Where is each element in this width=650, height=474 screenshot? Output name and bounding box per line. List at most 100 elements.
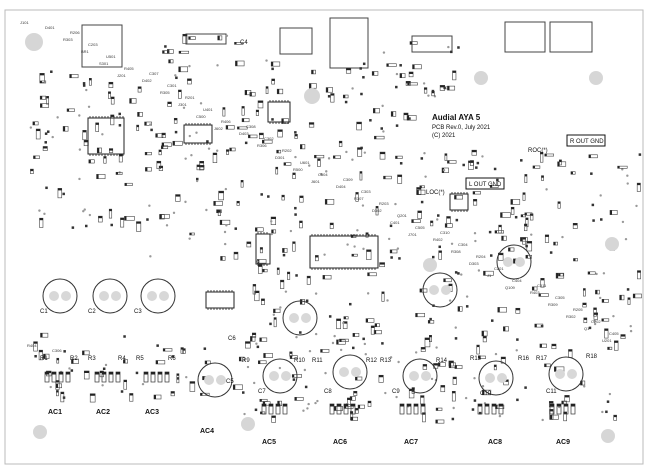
- pad: [352, 346, 355, 350]
- pad: [390, 256, 393, 259]
- smd-pad: [176, 373, 179, 376]
- smd-pad: [56, 358, 59, 361]
- smd-pad: [497, 307, 500, 313]
- ref-designator: R302: [566, 314, 576, 319]
- smd-pad: [423, 364, 427, 367]
- smd-pad: [218, 191, 224, 194]
- smd-pad: [372, 71, 375, 76]
- smd-pad: [339, 141, 342, 144]
- smd-pad: [399, 73, 402, 78]
- smd-pad: [322, 275, 325, 280]
- ref-designator: U601: [300, 160, 310, 165]
- via: [87, 105, 91, 108]
- smd-pad: [261, 298, 265, 301]
- ref-designator: D402: [142, 78, 152, 83]
- smd-pad: [170, 391, 175, 394]
- smd-pad: [260, 247, 263, 250]
- smd-pad: [588, 154, 591, 158]
- ac-label: AC7: [404, 439, 418, 446]
- smd-pad: [373, 108, 376, 113]
- smd-pad: [532, 165, 535, 169]
- smd-pad: [424, 337, 430, 340]
- ref-designator: R303: [63, 37, 73, 42]
- smd-pad: [481, 331, 484, 336]
- pad: [408, 117, 411, 120]
- pad: [120, 390, 124, 393]
- ref-designator: R206: [70, 30, 80, 35]
- smd-pad: [124, 183, 127, 186]
- ref-designator: U401: [203, 107, 213, 112]
- diode-band: [144, 372, 148, 375]
- pad: [328, 315, 332, 318]
- smd-pad: [627, 297, 631, 300]
- resistor-label: R11: [312, 358, 323, 364]
- pad: [50, 70, 53, 73]
- smd-pad: [235, 60, 238, 66]
- capacitor-outline: [332, 354, 368, 390]
- via: [314, 401, 317, 405]
- via: [498, 414, 502, 418]
- smd-pad: [350, 417, 353, 421]
- smd-pad: [271, 217, 276, 220]
- pad: [605, 410, 608, 414]
- via: [190, 153, 193, 157]
- via: [384, 391, 387, 395]
- smd-pad: [245, 341, 251, 344]
- smd-pad: [580, 380, 583, 386]
- pad: [476, 161, 480, 165]
- capacitor-lead: [281, 371, 291, 381]
- via: [541, 418, 544, 422]
- via: [316, 399, 319, 403]
- smd-pad: [395, 156, 398, 159]
- capacitor-outline: [92, 278, 128, 314]
- via: [225, 34, 229, 37]
- pad: [429, 317, 432, 321]
- via: [626, 174, 629, 177]
- capacitor-outline: [478, 360, 514, 396]
- smd-pad: [205, 360, 208, 364]
- smd-pad: [440, 385, 445, 388]
- smd-pad: [374, 323, 377, 327]
- smd-pad: [614, 340, 619, 343]
- via: [481, 155, 484, 158]
- smd-pad: [259, 133, 264, 136]
- via: [184, 157, 187, 160]
- smd-pad: [471, 150, 477, 153]
- smd-pad: [226, 149, 229, 152]
- pad: [626, 288, 630, 291]
- ref-designator: C303: [361, 189, 371, 194]
- smd-pad: [409, 71, 414, 74]
- smd-pad: [274, 317, 277, 320]
- smd-pad: [501, 236, 504, 241]
- smd-pad: [495, 405, 498, 409]
- smd-pad: [179, 51, 182, 54]
- smd-pad: [431, 91, 435, 94]
- diode-band: [269, 404, 273, 407]
- smd-pad: [129, 98, 132, 104]
- smd-pad: [473, 199, 477, 202]
- smd-pad: [161, 145, 164, 149]
- smd-pad: [530, 213, 534, 216]
- via: [85, 88, 88, 92]
- smd-pad: [355, 376, 358, 381]
- capacitor-outline: [422, 272, 458, 308]
- smd-pad: [239, 357, 242, 361]
- resistor-label: R13: [380, 358, 392, 364]
- smd-pad: [155, 360, 158, 364]
- pad: [82, 82, 86, 85]
- smd-pad: [258, 360, 261, 364]
- capacitor-outline: [548, 356, 584, 392]
- smd-pad: [522, 237, 526, 240]
- pad: [488, 230, 492, 234]
- via: [188, 237, 191, 240]
- smd-pad: [558, 273, 561, 277]
- via: [174, 74, 177, 77]
- pad: [399, 162, 403, 165]
- pad: [82, 84, 86, 87]
- resistor-label: R4: [118, 356, 126, 362]
- smd-pad: [534, 324, 537, 328]
- via: [325, 170, 328, 173]
- diode-band: [116, 372, 120, 375]
- smd-pad: [336, 339, 339, 345]
- via: [464, 396, 468, 400]
